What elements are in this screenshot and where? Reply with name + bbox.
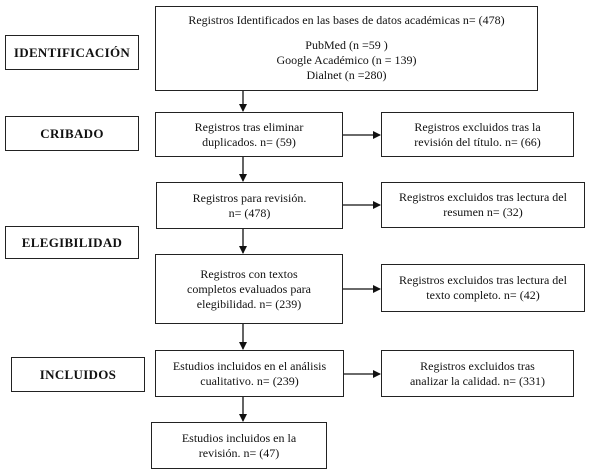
box-identified-records: Registros Identificados en las bases de … (155, 6, 538, 91)
qualitative-line-2: cualitativo. n= (239) (200, 373, 299, 388)
identified-line-2: PubMed (n =59 ) (305, 38, 388, 52)
stage-cribado-label: CRIBADO (40, 125, 104, 141)
excluded-quality-line-2: analizar la calidad. n= (331) (409, 373, 546, 388)
stage-elegibilidad-label: ELEGIBILIDAD (21, 234, 123, 250)
excluded-abstract-line-1: Registros excluidos tras lectura del (399, 190, 567, 204)
stage-cribado: CRIBADO (5, 116, 139, 151)
fulltext-line-2: completos evaluados para (187, 281, 311, 296)
box-included-in-review: Estudios incluidos en la revisión. n= (4… (151, 422, 327, 469)
stage-incluidos-label: INCLUIDOS (39, 366, 117, 382)
excluded-title-line-2: revisión del título. n= (66) (414, 134, 541, 149)
identified-line-3: Google Académico (n = 139) (276, 53, 417, 67)
box-excluded-quality: Registros excluidos tras analizar la cal… (381, 350, 574, 397)
excluded-abstract-line-2: resumen n= (32) (443, 205, 523, 219)
identified-line-1: Registros Identificados en las bases de … (188, 13, 505, 27)
review-line-2: n= (478) (228, 205, 271, 220)
box-qualitative-analysis: Estudios incluidos en el análisis cualit… (155, 350, 344, 397)
box-fulltext-eligibility: Registros con textos completos evaluados… (155, 254, 343, 324)
box-after-duplicates: Registros tras eliminar duplicados. n= (… (155, 112, 343, 157)
stage-incluidos: INCLUIDOS (11, 357, 145, 392)
duplicates-line-1: Registros tras eliminar (194, 119, 304, 134)
fulltext-line-1: Registros con textos (200, 266, 298, 281)
stage-identificacion: IDENTIFICACIÓN (5, 35, 139, 70)
fulltext-line-3: elegibilidad. n= (239) (196, 296, 302, 311)
box-excluded-title: Registros excluidos tras la revisión del… (381, 112, 574, 157)
review-included-line-1: Estudios incluidos en la (181, 430, 297, 445)
duplicates-line-2: duplicados. n= (59) (202, 134, 296, 149)
box-for-review: Registros para revisión. n= (478) (156, 182, 343, 229)
excluded-fulltext-line-2: texto completo. n= (42) (426, 288, 540, 302)
excluded-fulltext-line-1: Registros excluidos tras lectura del (399, 273, 567, 287)
identified-line-4: Dialnet (n =280) (306, 68, 387, 82)
box-excluded-abstract: Registros excluidos tras lectura del res… (381, 182, 585, 228)
excluded-quality-line-1: Registros excluidos tras (420, 358, 535, 373)
stage-identificacion-label: IDENTIFICACIÓN (13, 44, 131, 60)
stage-elegibilidad: ELEGIBILIDAD (5, 226, 139, 259)
review-line-1: Registros para revisión. (192, 190, 307, 205)
review-included-line-2: revisión. n= (47) (198, 445, 280, 460)
excluded-title-line-1: Registros excluidos tras la (414, 119, 541, 134)
box-excluded-fulltext: Registros excluidos tras lectura del tex… (381, 264, 585, 312)
qualitative-line-1: Estudios incluidos en el análisis (172, 358, 327, 373)
